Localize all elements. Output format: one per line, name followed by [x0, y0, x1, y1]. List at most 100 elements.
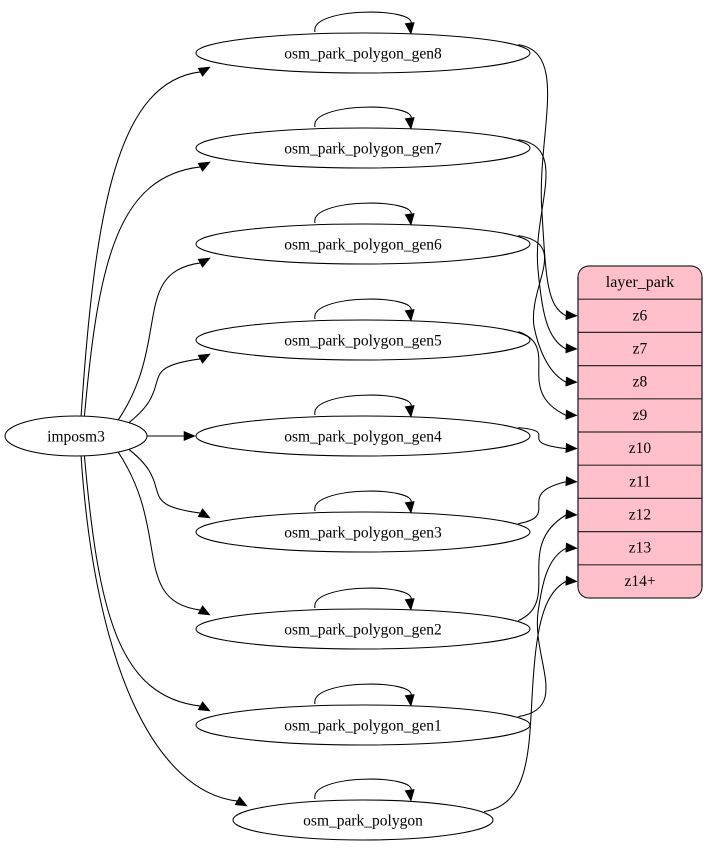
row-label-z6: z6	[633, 307, 648, 324]
source-arrowhead-4	[183, 430, 196, 442]
source-edge-8	[80, 455, 239, 802]
node-osm_park_polygon_gen4-label: osm_park_polygon_gen4	[284, 429, 442, 446]
nodes-layer: imposm3 osm_park_polygon_gen8 osm_park_pol…	[4, 32, 531, 841]
table-row-z8[interactable]: z8	[578, 365, 702, 391]
table-to-row-arrowhead-1	[565, 343, 578, 354]
row-label-z13: z13	[629, 540, 652, 557]
row-label-z9: z9	[633, 407, 648, 424]
node-osm_park_polygon_gen4-shape	[195, 415, 531, 457]
self-loop-edge-7	[314, 683, 412, 705]
node-osm_park_polygon_gen5-label: osm_park_polygon_gen5	[284, 333, 442, 350]
node-osm_park_polygon_gen3[interactable]: osm_park_polygon_gen3	[195, 511, 531, 553]
table-to-row-edge-8	[483, 580, 567, 813]
source-arrowhead-2	[197, 257, 211, 268]
self-loop-edge-8	[314, 778, 412, 800]
node-osm_park_polygon_gen3-shape	[195, 511, 531, 553]
node-osm_park_polygon[interactable]: osm_park_polygon	[232, 799, 494, 841]
table-to-row-edge-4	[518, 427, 567, 450]
self-loop-arrowhead-3	[404, 309, 415, 322]
table-to-row-arrowhead-8	[565, 575, 578, 586]
table-header-row: layer_park	[606, 274, 674, 291]
source-edge-6	[116, 449, 202, 611]
node-osm_park_polygon_gen7[interactable]: osm_park_polygon_gen7	[195, 127, 531, 169]
source-arrowhead-6	[197, 605, 211, 616]
table-row-z14+[interactable]: z14+	[578, 564, 702, 590]
layer-park-table: layer_park z6 z7 z8 z9 z10 z11 z12 z13 z14+	[577, 265, 703, 599]
table-row-z7[interactable]: z7	[578, 331, 702, 358]
self-loop-arrowhead-8	[404, 789, 415, 802]
self-loop-edge-5	[314, 490, 412, 512]
row-label-z7: z7	[633, 341, 648, 358]
self-loop-edge-4	[314, 394, 412, 416]
node-osm_park_polygon_gen3-label: osm_park_polygon_gen3	[284, 525, 442, 542]
node-osm_park_polygon_gen6-shape	[195, 223, 531, 265]
source-edge-7	[83, 453, 202, 707]
table-to-row-arrowhead-6	[565, 509, 578, 520]
node-osm_park_polygon-shape	[232, 799, 494, 841]
node-osm_park_polygon_gen6-label: osm_park_polygon_gen6	[284, 237, 442, 254]
source-arrowhead-7	[197, 701, 211, 712]
table-row-z9[interactable]: z9	[578, 398, 702, 424]
node-osm_park_polygon_gen4[interactable]: osm_park_polygon_gen4	[195, 415, 531, 457]
node-osm_park_polygon_gen1[interactable]: osm_park_polygon_gen1	[195, 704, 531, 746]
source-arrowhead-1	[197, 161, 211, 172]
table-to-row-arrowhead-5	[565, 476, 578, 487]
self-loop-arrowhead-1	[404, 117, 415, 130]
source-arrowhead-0	[197, 66, 211, 77]
table-row-z11[interactable]: z11	[578, 464, 702, 490]
table-to-row-edge-3	[518, 331, 567, 416]
node-osm_park_polygon_gen5[interactable]: osm_park_polygon_gen5	[195, 319, 531, 361]
table-to-row-arrowhead-2	[565, 376, 578, 387]
source-edge-0	[80, 71, 202, 417]
row-label-z11: z11	[629, 473, 651, 490]
self-loop-edge-1	[314, 106, 412, 128]
table-row-z6[interactable]: z6	[578, 298, 702, 324]
source-arrowhead-5	[197, 508, 211, 519]
self-loop-edge-6	[314, 587, 412, 609]
table-to-row-arrowhead-4	[565, 442, 578, 453]
self-loop-arrowhead-2	[404, 213, 415, 226]
table-row-z10[interactable]: z10	[578, 431, 702, 457]
table-to-row-edge-1	[518, 139, 567, 350]
table-to-row-edge-7	[518, 547, 567, 718]
source-edge-5	[125, 446, 202, 514]
source-edge-3	[125, 358, 202, 426]
node-imposm3[interactable]: imposm3	[4, 415, 148, 457]
table-header-label: layer_park	[606, 274, 674, 291]
table-to-row-edge-0	[518, 44, 567, 317]
table-to-row-arrowhead-0	[565, 310, 578, 321]
node-osm_park_polygon_gen2-label: osm_park_polygon_gen2	[284, 622, 442, 639]
node-osm_park_polygon_gen5-shape	[195, 319, 531, 361]
table-to-row-edge-5	[518, 481, 567, 525]
self-loop-arrowhead-5	[404, 501, 415, 514]
node-osm_park_polygon_gen7-shape	[195, 127, 531, 169]
table-to-row-arrowhead-7	[565, 542, 578, 553]
table-row-z12[interactable]: z12	[578, 497, 702, 524]
node-osm_park_polygon_gen8[interactable]: osm_park_polygon_gen8	[195, 32, 531, 74]
node-osm_park_polygon_gen1-shape	[195, 704, 531, 746]
table-to-row-edge-6	[518, 514, 567, 622]
source-arrowhead-8	[234, 796, 248, 807]
self-loop-arrowhead-6	[404, 598, 415, 611]
node-osm_park_polygon_gen6[interactable]: osm_park_polygon_gen6	[195, 223, 531, 265]
table-to-row-edge-2	[518, 235, 567, 383]
node-osm_park_polygon_gen2[interactable]: osm_park_polygon_gen2	[195, 608, 531, 650]
node-osm_park_polygon_gen2-shape	[195, 608, 531, 650]
source-edge-2	[116, 262, 202, 423]
table-to-row-arrowhead-3	[565, 409, 578, 420]
node-osm_park_polygon-label: osm_park_polygon	[303, 813, 423, 830]
node-imposm3-label: imposm3	[47, 429, 105, 446]
node-imposm3-shape	[4, 415, 148, 457]
table-row-z13[interactable]: z13	[578, 530, 702, 557]
row-label-z8: z8	[633, 374, 648, 391]
self-loop-arrowhead-4	[404, 405, 415, 418]
self-loop-arrowhead-7	[404, 694, 415, 707]
source-arrowhead-3	[197, 353, 211, 364]
self-loop-arrowhead-0	[404, 22, 415, 35]
node-osm_park_polygon_gen8-label: osm_park_polygon_gen8	[284, 46, 442, 63]
row-label-z14+: z14+	[624, 573, 655, 590]
node-osm_park_polygon_gen7-label: osm_park_polygon_gen7	[284, 141, 442, 158]
node-osm_park_polygon_gen1-label: osm_park_polygon_gen1	[284, 718, 442, 735]
